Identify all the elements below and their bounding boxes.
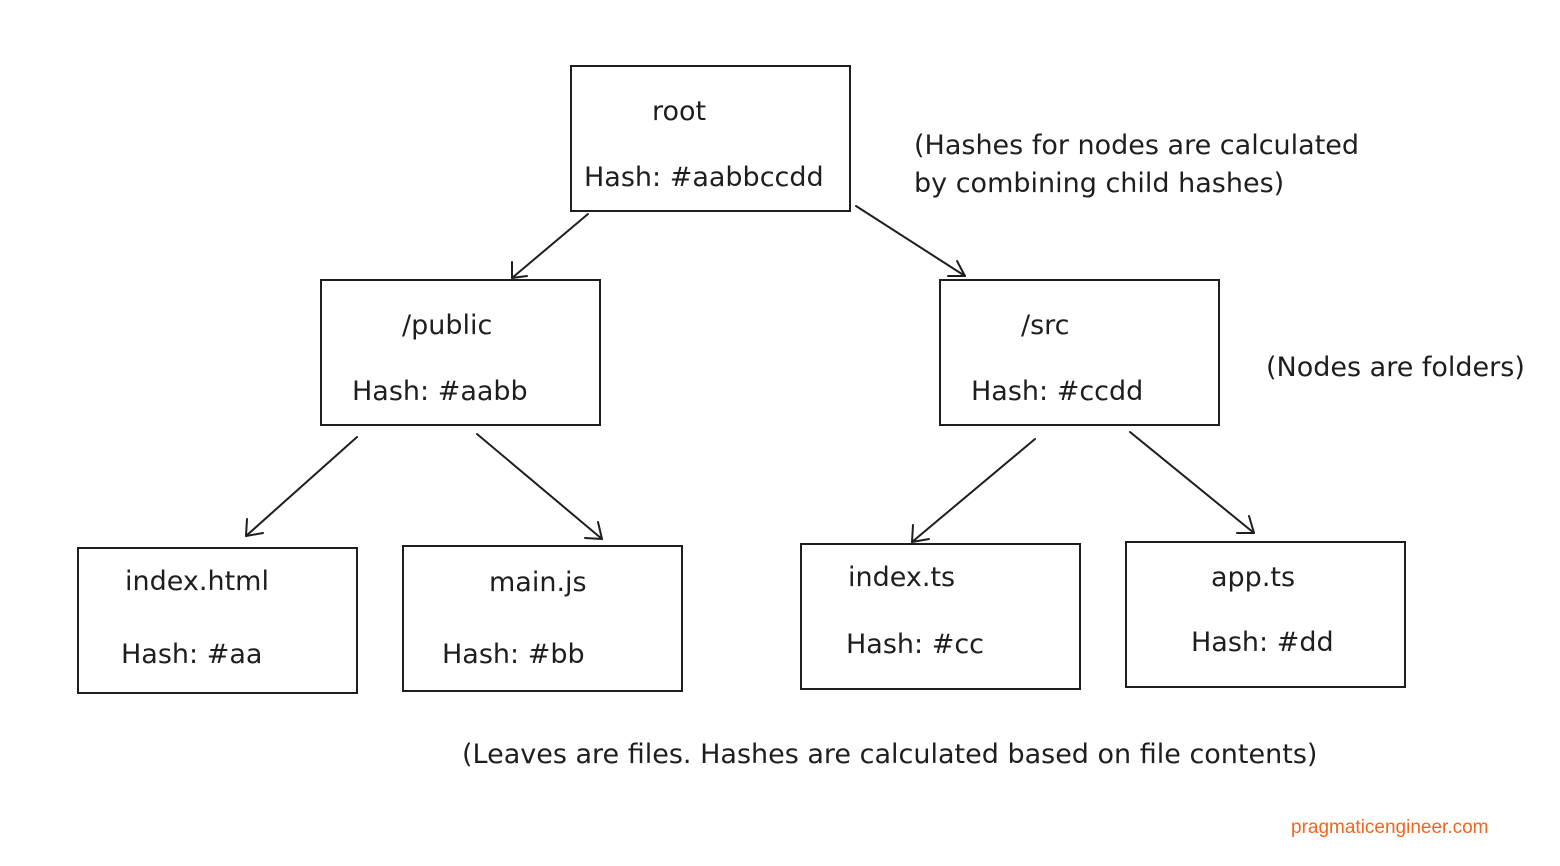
edge-src-app-ts-arrowhead bbox=[1236, 515, 1255, 534]
node-index-ts: index.ts Hash: #cc bbox=[800, 543, 1081, 690]
note-node-hashes: (Hashes for nodes are calculated by comb… bbox=[914, 127, 1359, 203]
credit-link[interactable]: pragmaticengineer.com bbox=[1291, 817, 1489, 838]
node-main-js-hash: Hash: #bb bbox=[442, 639, 585, 670]
node-src: /src Hash: #ccdd bbox=[939, 279, 1220, 426]
edge-src-index-ts bbox=[911, 438, 1036, 543]
node-index-ts-name: index.ts bbox=[848, 562, 956, 593]
node-app-ts-hash: Hash: #dd bbox=[1191, 627, 1334, 658]
edge-public-index-html bbox=[245, 436, 358, 537]
node-app-ts: app.ts Hash: #dd bbox=[1125, 541, 1406, 688]
edge-public-main-js-arrowhead bbox=[584, 521, 603, 540]
edge-src-app-ts bbox=[1129, 431, 1255, 534]
node-public: /public Hash: #aabb bbox=[320, 279, 601, 426]
node-index-html-hash: Hash: #aa bbox=[121, 639, 263, 670]
edge-root-public bbox=[511, 213, 589, 279]
node-app-ts-name: app.ts bbox=[1211, 562, 1296, 593]
node-public-name: /public bbox=[402, 310, 493, 341]
node-root-hash: Hash: #aabbccdd bbox=[584, 162, 824, 193]
node-root: root Hash: #aabbccdd bbox=[570, 65, 851, 212]
note-node-hashes-line2: by combining child hashes) bbox=[914, 168, 1285, 199]
node-main-js-name: main.js bbox=[489, 567, 587, 598]
edge-root-public-arrowhead bbox=[511, 261, 528, 279]
note-leaves: (Leaves are files. Hashes are calculated… bbox=[462, 739, 1318, 770]
edge-root-src bbox=[855, 205, 966, 277]
node-public-hash: Hash: #aabb bbox=[352, 376, 528, 407]
node-main-js: main.js Hash: #bb bbox=[402, 545, 683, 692]
edge-src-index-ts-arrowhead bbox=[911, 524, 930, 543]
edge-public-index-html-arrowhead bbox=[245, 518, 264, 537]
node-root-name: root bbox=[652, 96, 707, 127]
note-folders: (Nodes are folders) bbox=[1266, 352, 1525, 383]
node-index-html-name: index.html bbox=[125, 566, 269, 597]
edge-root-src-arrowhead bbox=[947, 260, 966, 277]
note-node-hashes-line1: (Hashes for nodes are calculated bbox=[914, 130, 1360, 161]
node-index-html: index.html Hash: #aa bbox=[77, 547, 358, 694]
edge-public-main-js bbox=[476, 433, 603, 540]
node-src-hash: Hash: #ccdd bbox=[971, 376, 1144, 407]
node-src-name: /src bbox=[1021, 310, 1070, 341]
node-index-ts-hash: Hash: #cc bbox=[846, 629, 985, 660]
